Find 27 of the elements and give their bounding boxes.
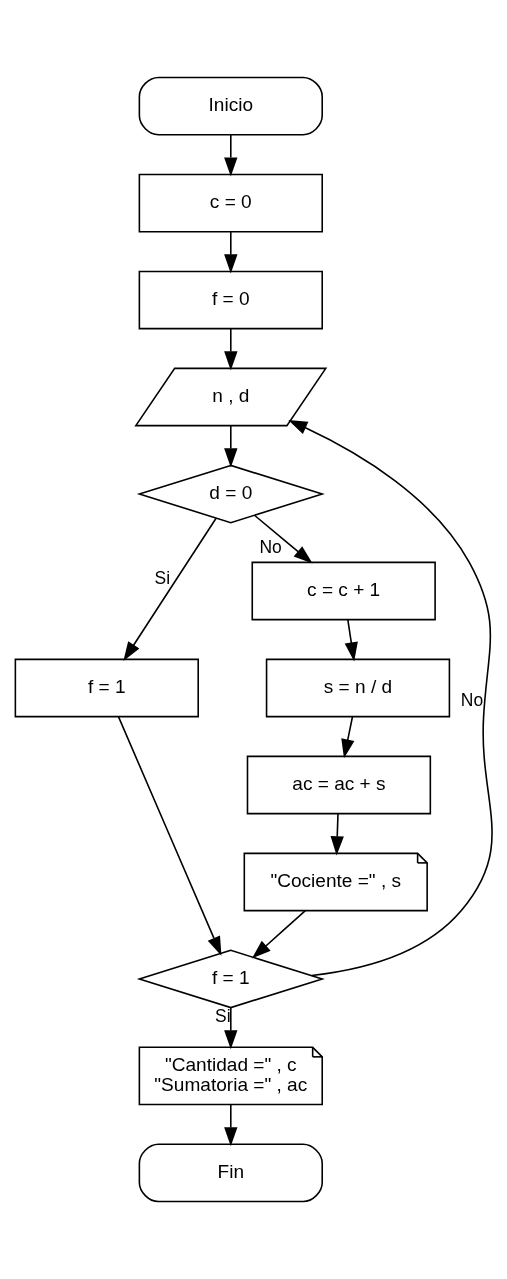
node-box: f = 0: [138, 270, 323, 330]
arrow: [223, 134, 237, 177]
arrow: [223, 1103, 237, 1147]
arrow: [251, 909, 306, 959]
arrow: [223, 424, 237, 468]
node-diamond: d = 0: [136, 464, 325, 524]
node-diamond: f = 1: [136, 949, 325, 1009]
arrow: [330, 812, 344, 856]
node-box: c = c + 1: [250, 561, 436, 621]
arrow: [223, 328, 237, 371]
arrow: [122, 517, 217, 661]
arrow: [340, 715, 354, 759]
arrow: [344, 618, 358, 662]
edge-label: No: [460, 689, 483, 710]
node-box: c = 0: [138, 173, 323, 233]
arrow: [223, 1006, 237, 1050]
edge-label: Si: [154, 567, 170, 588]
arrow: [223, 231, 237, 274]
node-box: Inicio: [138, 76, 323, 136]
node-box: ac = ac + s: [246, 755, 431, 815]
edge-label: No: [259, 536, 282, 557]
arrow: [253, 514, 313, 564]
node-box: s = n / d: [265, 658, 450, 718]
arrow: [287, 420, 493, 977]
node-box: Fin: [138, 1143, 323, 1203]
node-box: f = 1: [14, 658, 199, 718]
arrow: [117, 715, 221, 956]
